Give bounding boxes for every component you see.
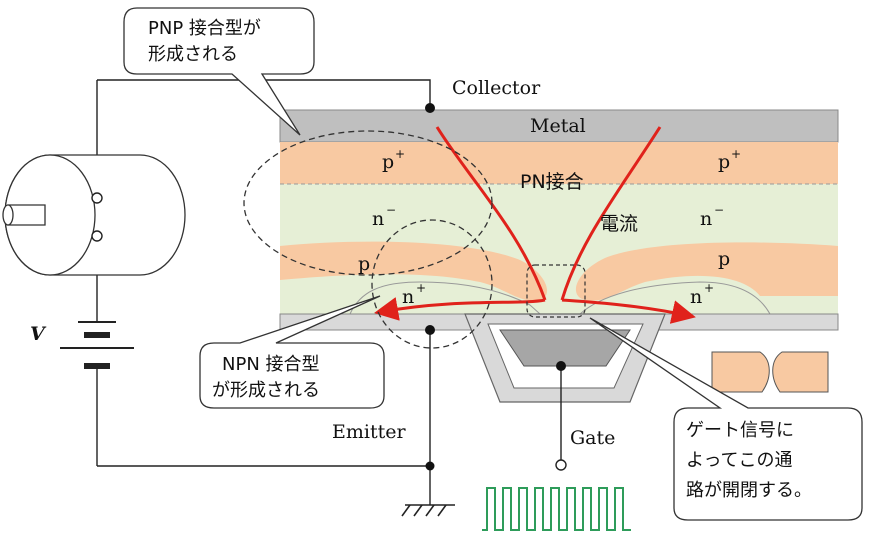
- channel-region-box: [526, 264, 586, 318]
- pn-junction-label: PN接合: [520, 171, 584, 193]
- p-well-right: [575, 242, 838, 301]
- metal-label: Metal: [530, 115, 586, 137]
- n-minus-left-sup: −: [386, 203, 396, 217]
- n-plus-right-sup: +: [704, 281, 714, 295]
- npn-callout-line2: が形成される: [212, 380, 320, 401]
- pnp-callout-line2: 形成される: [148, 44, 238, 65]
- collector-label: Collector: [452, 77, 541, 99]
- n-plus-left-sup: +: [416, 281, 426, 295]
- gate-electrode: [499, 329, 631, 367]
- gate-label: Gate: [570, 427, 615, 449]
- metal-layer: [279, 109, 839, 143]
- npn-callout-line1: NPN 接合型: [222, 354, 320, 375]
- p-plus-left-label: p: [382, 151, 394, 173]
- p-plus-right-sup: +: [731, 147, 741, 161]
- n-minus-right-sup: −: [714, 203, 724, 217]
- current-label: 電流: [600, 213, 638, 235]
- n-minus-right-label: n: [700, 208, 712, 230]
- gate-callout-line1: ゲート信号に: [686, 420, 794, 441]
- n-minus-left-label: n: [372, 208, 384, 230]
- gate-callout-line3: 路が開閉する。: [686, 480, 812, 501]
- p-right-label: p: [718, 248, 730, 270]
- pnp-callout: PNP 接合型が 形成される: [123, 7, 315, 136]
- n-plus-left-label: n: [402, 286, 414, 308]
- pnp-region-ellipse: [243, 130, 493, 276]
- emitter-label: Emitter: [332, 421, 406, 443]
- current-flow-arrows: [374, 126, 696, 324]
- voltage-label: V: [30, 323, 47, 345]
- p-plus-left-sup: +: [395, 147, 405, 161]
- p-well-left: [280, 241, 548, 301]
- channel-shape-illustration: [711, 351, 829, 393]
- gate-signal-callout: ゲート信号に よってこの通 路が開閉する。: [589, 317, 863, 521]
- n-plus-right-label: n: [690, 286, 702, 308]
- npn-callout: NPN 接合型 が形成される: [199, 295, 385, 409]
- p-plus-right-label: p: [718, 151, 730, 173]
- npn-region-ellipse: [371, 219, 493, 349]
- battery-icon: [60, 321, 134, 369]
- ground-icon: [401, 504, 455, 517]
- gate-pulse-wave-icon: [482, 487, 631, 531]
- gate-callout-line2: よってこの通: [686, 450, 793, 471]
- pnp-callout-line1: PNP 接合型が: [148, 18, 261, 39]
- p-left-label: p: [358, 253, 370, 275]
- motor-icon: [2, 154, 186, 276]
- p-plus-layer: [280, 142, 838, 184]
- semiconductor-body: [279, 109, 839, 403]
